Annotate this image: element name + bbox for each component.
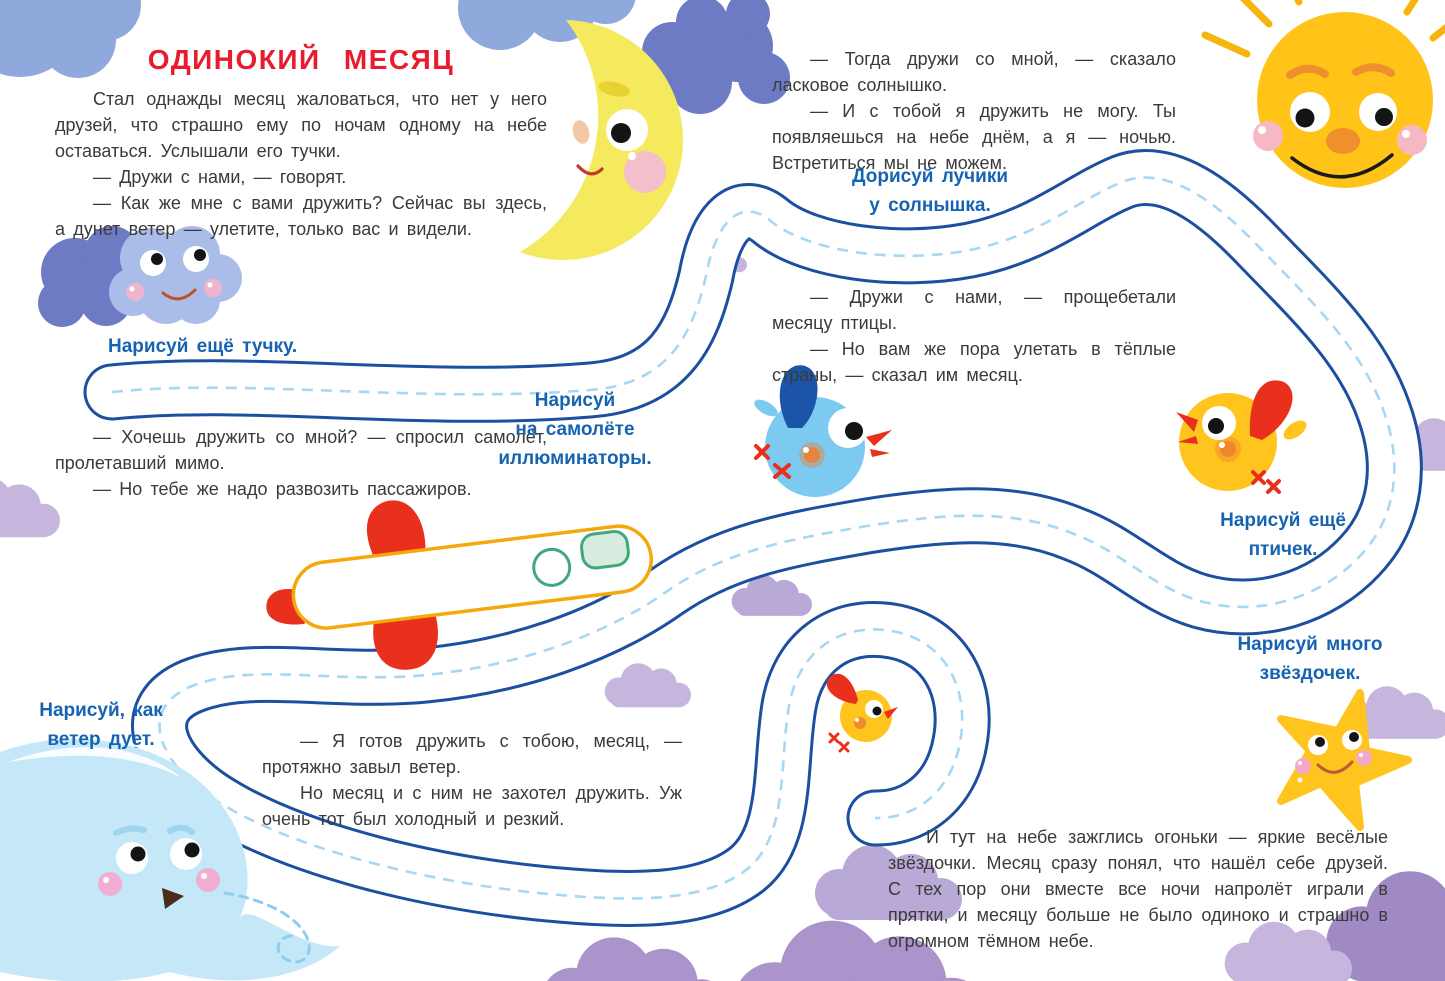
story-block-left-mid: — Хочешь дружить со мной? — спросил само…: [55, 424, 547, 502]
story-paragraph: — Тогда дружи со мной, — сказало ласково…: [772, 49, 1176, 95]
bird-wing: [1249, 380, 1293, 440]
wind-mouth: [162, 888, 184, 909]
wind-cheek: [196, 868, 220, 892]
wind-trace-line: [223, 891, 311, 964]
bird-tail: [1283, 420, 1307, 440]
story-paragraph: — Но вам же пора улетать в тёплые страны…: [772, 339, 1176, 385]
story-paragraph: — Хочешь дружить со мной? — спросил само…: [55, 427, 547, 473]
page-title: ОДИНОКИЙ МЕСЯЦ: [147, 44, 455, 75]
airplane-window: [532, 547, 572, 587]
dashed-trace-line: [111, 176, 1396, 900]
corner-cloud: [0, 0, 141, 78]
task-label-draw-cloud: Нарисуй ещё тучку.: [108, 336, 298, 357]
sun-rays: [1201, 0, 1445, 58]
story-paragraph: И тут на небе зажглись огоньки — яркие в…: [888, 827, 1388, 951]
cloud-decoration: [0, 477, 61, 538]
trace-path-road: [83, 149, 1423, 927]
task-label-draw-stars: Нарисуй много звёздочек.: [1237, 634, 1383, 684]
bird-beak: [884, 707, 898, 719]
bird-feet: [754, 444, 791, 479]
airplane-bottom-wing: [373, 610, 438, 670]
story-paragraph: Стал однажды месяц жаловаться, что нет у…: [55, 89, 547, 161]
blue-bird: [754, 365, 892, 497]
wind-eyebrow: [167, 824, 195, 835]
sun-character: [1201, 0, 1445, 188]
airplane-top-wing: [366, 500, 426, 561]
story-paragraph: — Но тебе же надо развозить пассажиров.: [93, 479, 472, 499]
cloud-behind-moon-left: [458, 0, 636, 50]
task-label-plane-windows: Нарисуй на самолёте иллюминаторы.: [498, 390, 652, 469]
wind-swoosh: [8, 747, 182, 778]
story-paragraph: — Я готов дружить с тобою, месяц, — прот…: [262, 731, 682, 777]
story-paragraph: — Дружи с нами, — говорят.: [93, 167, 347, 187]
star-cheek: [1295, 758, 1311, 774]
sun-smile: [1290, 153, 1394, 179]
moon-character: [520, 20, 683, 260]
sun-cheek: [1397, 125, 1427, 155]
cloud-decoration: [604, 663, 691, 708]
wind-cheek: [98, 872, 122, 896]
star-cheek: [1356, 750, 1372, 766]
story-block-right-top: — Тогда дружи со мной, — сказало ласково…: [772, 46, 1176, 176]
wind-character: [0, 738, 340, 981]
sun-cheek: [1253, 121, 1283, 151]
airplane-cockpit-window: [580, 530, 630, 570]
bird-wing: [779, 365, 818, 428]
airplane: [266, 500, 653, 670]
cloud-decoration: [541, 937, 728, 981]
bird-beak: [866, 430, 892, 446]
task-label-draw-birds: Нарисуй ещё птичек.: [1220, 510, 1346, 560]
bird-tail: [754, 399, 778, 417]
sun-eyebrow: [1352, 63, 1395, 77]
cloud-cheek: [204, 279, 222, 297]
story-paragraph: — Как же мне с вами дружить? Сейчас вы з…: [55, 193, 547, 239]
story-block-bottom-right: И тут на небе зажглись огоньки — яркие в…: [888, 824, 1388, 954]
cloud-smile: [161, 288, 197, 301]
story-paragraph: — Дружи с нами, — прощебетали месяцу пти…: [772, 287, 1176, 333]
wind-eyebrow: [113, 825, 147, 836]
cloud-character: [38, 226, 242, 327]
story-paragraph: — И с тобой я дружить не могу. Ты появля…: [772, 101, 1176, 173]
small-yellow-bird: [826, 673, 898, 753]
story-block-right-mid: — Дружи с нами, — прощебетали месяцу пти…: [772, 284, 1176, 388]
story-paragraph: Но месяц и с ним не захотел дружить. Уж …: [262, 783, 682, 829]
task-label-draw-wind: Нарисуй, как ветер дует.: [39, 700, 163, 750]
story-block-bottom-mid: — Я готов дружить с тобою, месяц, — прот…: [262, 728, 682, 832]
star-smile: [1316, 760, 1354, 774]
task-label-sun-rays: Дорисуй лучики у солнышка.: [851, 166, 1009, 216]
sun-eyebrow: [1286, 64, 1329, 79]
sun-nose: [1326, 128, 1360, 154]
story-block-left-top: Стал однажды месяц жаловаться, что нет у…: [55, 86, 547, 242]
moon-mouth: [576, 164, 604, 176]
cloud-cheek: [126, 283, 144, 301]
moon-eyebrow: [598, 81, 630, 97]
bird-wing: [826, 673, 858, 704]
moon-nose: [572, 120, 590, 144]
yellow-bird: [1176, 380, 1307, 494]
wind-swoosh: [118, 743, 208, 782]
bird-beak: [1176, 412, 1198, 432]
star-character: [1277, 689, 1412, 831]
bird-feet: [1251, 470, 1281, 494]
bird-feet: [828, 732, 850, 753]
moon-cheek: [624, 151, 666, 193]
